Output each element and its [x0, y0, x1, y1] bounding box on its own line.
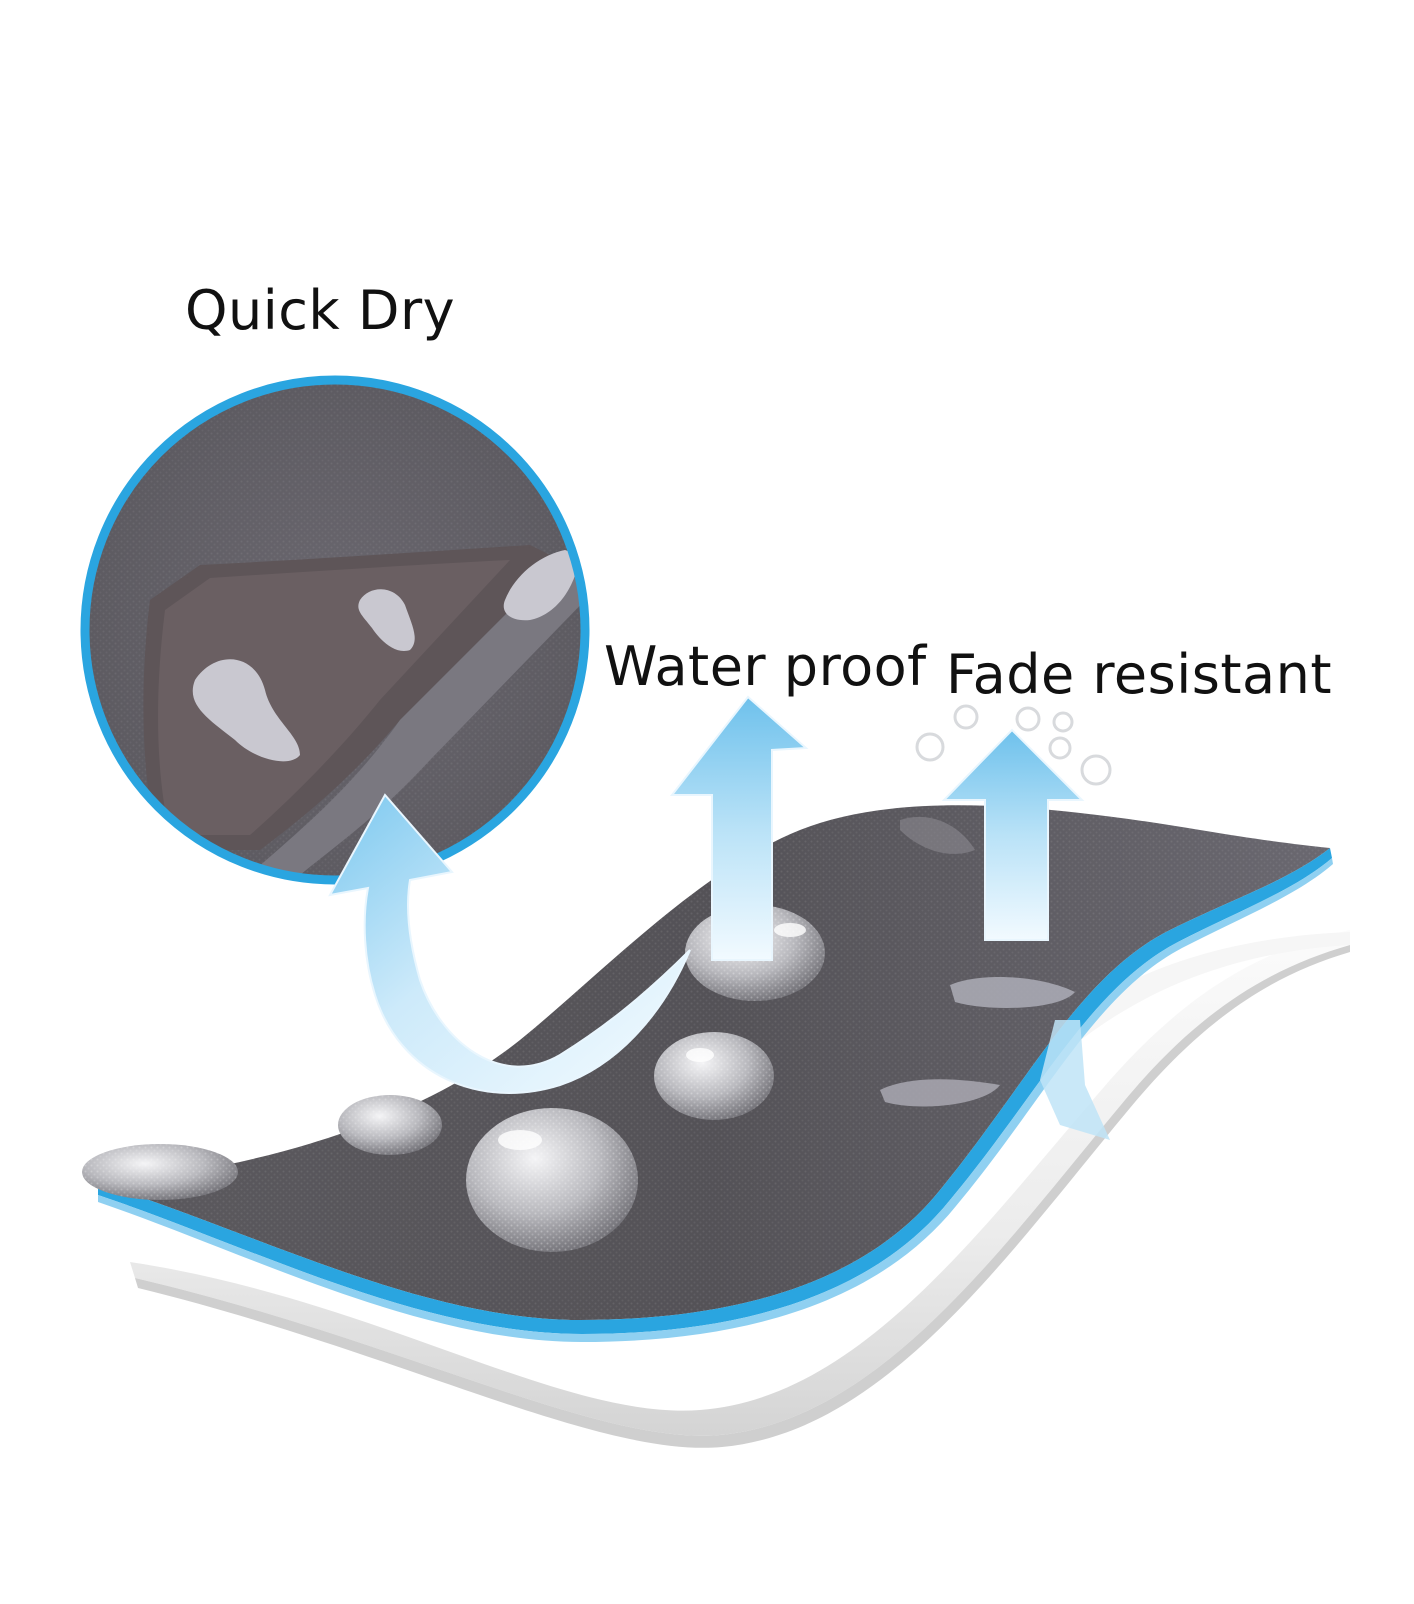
- water-droplet: [338, 1095, 442, 1155]
- quick-dry-label: Quick Dry: [185, 279, 456, 342]
- bubbles-icon: [915, 704, 1112, 786]
- fade-resistant-label: Fade resistant: [946, 643, 1333, 706]
- fade-resistant-arrow-icon: [941, 728, 1085, 941]
- water-droplets: [82, 905, 825, 1252]
- water-droplet: [82, 1144, 238, 1200]
- water-droplet: [466, 1108, 638, 1252]
- water-droplet: [654, 1032, 774, 1120]
- water-proof-arrow-icon: [669, 695, 809, 961]
- quick-dry-zoom-circle: [80, 375, 590, 885]
- breathable-arrow-icon: [1040, 1020, 1110, 1140]
- curved-arrow-up-icon: [328, 793, 691, 1094]
- water-proof-label: Water proof: [604, 635, 927, 698]
